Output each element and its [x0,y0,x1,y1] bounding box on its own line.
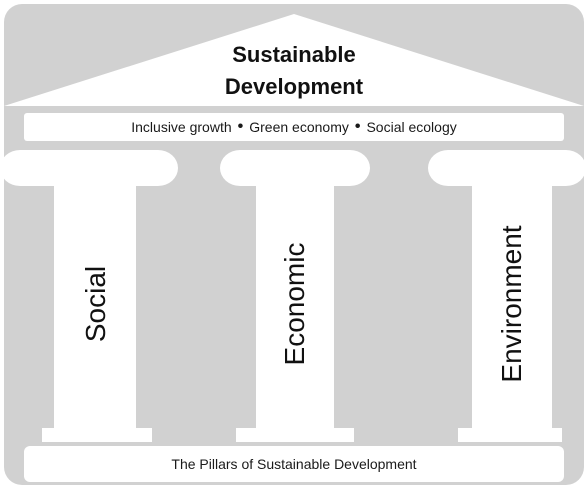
principles-banner: Inclusive growth • Green economy • Socia… [24,113,564,141]
banner-item: Inclusive growth [131,119,232,135]
pillar-label-social: Social [80,265,111,343]
pillar-label-economic: Economic [279,242,310,366]
pillar-economic-shape [220,150,370,442]
pillar-environment-shape [428,150,586,442]
diagram-title-line1: Sustainable [232,42,356,67]
bullet-separator: • [354,118,361,135]
banner-item: Social ecology [366,119,457,135]
banner-item: Green economy [249,119,349,135]
pillar-social-shape [0,150,178,442]
roof [4,14,584,106]
pillar-label-environment: Environment [496,225,527,383]
diagram-title-line2: Development [224,74,364,99]
bullet-separator: • [237,118,244,135]
footer-base: The Pillars of Sustainable Development [24,446,564,482]
